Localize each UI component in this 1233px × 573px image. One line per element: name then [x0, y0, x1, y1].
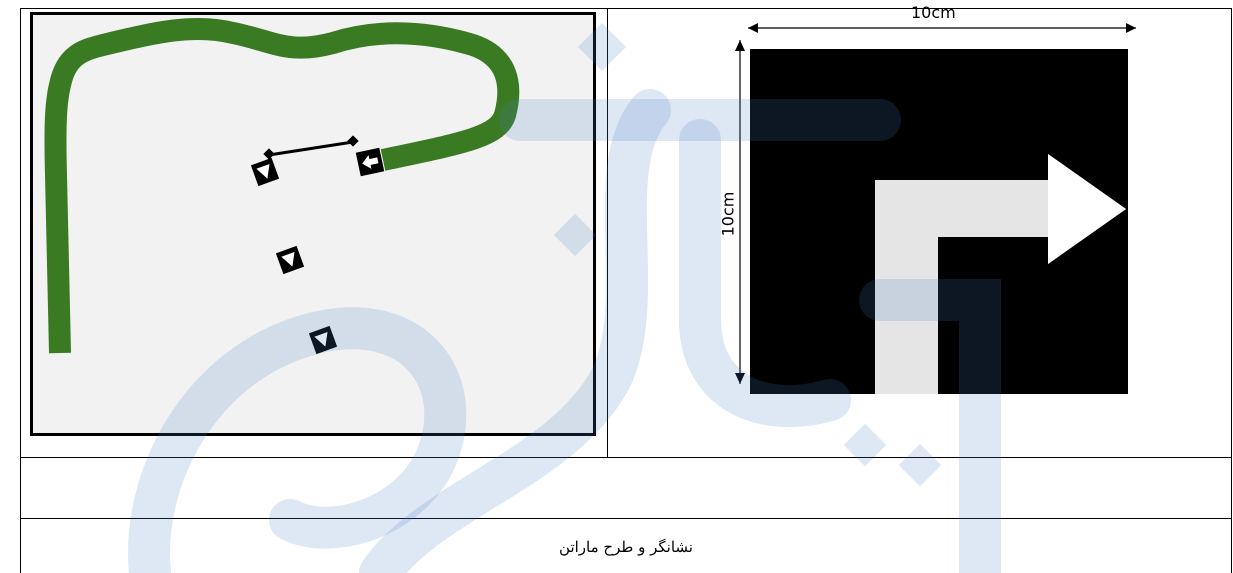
table-right-border: [1231, 8, 1232, 573]
track-layout-panel: [30, 12, 596, 436]
arrow-down-marker-icon: [275, 245, 305, 275]
arrow-left-marker-icon: [355, 147, 385, 177]
turn-right-arrow-marker-icon: [875, 154, 1126, 394]
height-arrow-top: [735, 40, 745, 51]
arrow-down-marker-icon: [308, 325, 338, 355]
table-top-border: [20, 8, 1232, 9]
figure-table: [20, 8, 1232, 573]
fiducial-marker-drawing: [735, 23, 1136, 394]
table-left-border: [20, 8, 21, 573]
green-track-path: [44, 17, 520, 354]
marker-connection-line: [268, 140, 354, 157]
table-row-divider-1: [20, 457, 1232, 458]
arrow-down-marker-icon: [250, 157, 280, 187]
width-arrow-right: [1126, 23, 1136, 33]
height-arrow-bottom: [735, 373, 745, 384]
track-layout-drawing: [44, 17, 520, 355]
table-column-divider: [607, 8, 608, 458]
figure-caption: نشانگر و طرح ماراتن: [559, 537, 693, 556]
table-row-divider-2: [20, 518, 1232, 519]
width-arrow-left: [748, 23, 758, 33]
connection-node-left: [263, 148, 275, 160]
